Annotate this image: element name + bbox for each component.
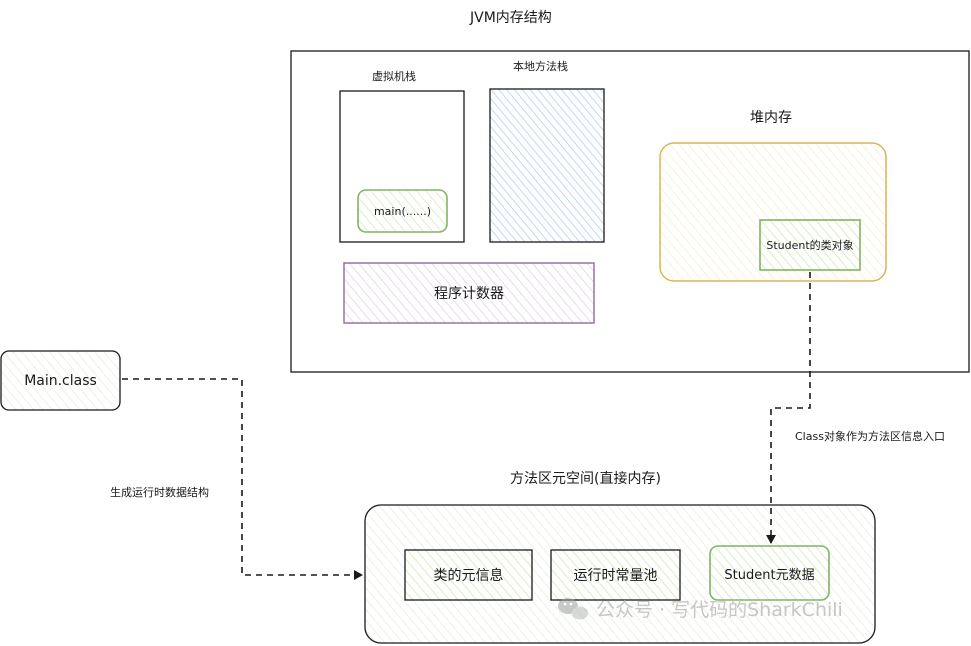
generate-connector xyxy=(122,378,363,580)
student-class-object-label: Student的类对象 xyxy=(766,239,854,252)
metaspace-title: 方法区元空间(直接内存) xyxy=(510,471,661,487)
student-meta-box xyxy=(709,545,830,601)
const-pool-box xyxy=(550,549,681,601)
main-frame-box xyxy=(357,189,448,233)
const-pool-label: 运行时常量池 xyxy=(573,568,658,584)
native-stack-box xyxy=(489,88,605,243)
class-entry-edge-label: Class对象作为方法区信息入口 xyxy=(795,430,945,443)
watermark-text: 公众号 · 写代码的SharkChili xyxy=(596,599,843,621)
class-meta-box xyxy=(404,549,533,601)
student-meta-label: Student元数据 xyxy=(724,567,815,583)
vm-stack-label: 虚拟机栈 xyxy=(372,70,416,83)
pc-register-label: 程序计数器 xyxy=(434,286,504,302)
main-frame-label: main(......) xyxy=(373,204,432,218)
class-entry-connector xyxy=(766,272,811,544)
diagram-title: JVM内存结构 xyxy=(470,10,552,26)
wechat-icon xyxy=(558,598,588,620)
vm-stack-box xyxy=(339,90,465,243)
pc-register-box xyxy=(343,262,595,324)
jvm-outer-box xyxy=(290,50,970,373)
student-class-object-box xyxy=(759,219,861,271)
main-class-label: Main.class xyxy=(24,372,97,389)
heap-label: 堆内存 xyxy=(750,110,792,126)
class-meta-label: 类的元信息 xyxy=(433,568,504,584)
generate-edge-label: 生成运行时数据结构 xyxy=(110,486,209,499)
main-class-box xyxy=(0,350,121,411)
native-stack-label: 本地方法栈 xyxy=(513,60,568,73)
